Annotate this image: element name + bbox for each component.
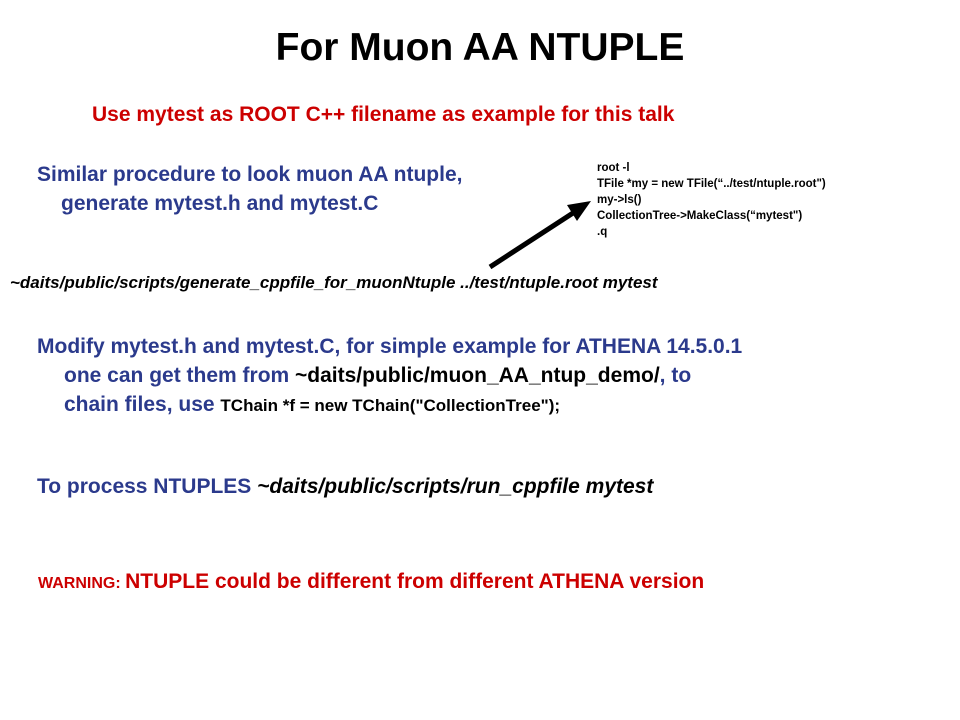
warning-tag: WARNING:: [38, 575, 126, 592]
similar-line-2: generate mytest.h and mytest.C: [61, 192, 379, 215]
warning-text: NTUPLE could be different from different…: [125, 570, 705, 593]
modify-line-1: Modify mytest.h and mytest.C, for simple…: [37, 335, 743, 358]
root-commands-block: root -l TFile *my = new TFile(“../test/n…: [597, 160, 826, 240]
modify-line-2: one can get them from ~daits/public/muon…: [37, 361, 742, 390]
arrow-shaft: [488, 210, 575, 270]
root-command-line: .q: [597, 226, 608, 238]
process-label: To process NTUPLES: [37, 475, 258, 498]
similar-line-1: Similar procedure to look muon AA ntuple…: [37, 163, 463, 186]
process-command: ~daits/public/scripts/run_cppfile mytest: [257, 475, 654, 498]
root-command-line: TFile *my = new TFile(“../test/ntuple.ro…: [597, 178, 826, 190]
modify-line-2-suffix: , to: [659, 364, 692, 387]
slide-title: For Muon AA NTUPLE: [275, 26, 685, 69]
subtitle: Use mytest as ROOT C++ filename as examp…: [92, 103, 675, 126]
process-instruction: To process NTUPLES ~daits/public/scripts…: [37, 475, 653, 499]
generate-command: ~daits/public/scripts/generate_cppfile_f…: [10, 273, 658, 292]
similar-procedure-text: Similar procedure to look muon AA ntuple…: [37, 160, 462, 218]
root-command-line: CollectionTree->MakeClass(“mytest"): [597, 210, 803, 222]
modify-line-2-prefix: one can get them from: [64, 364, 296, 387]
demo-path: ~daits/public/muon_AA_ntup_demo/: [295, 364, 660, 387]
modify-instructions: Modify mytest.h and mytest.C, for simple…: [37, 332, 742, 420]
warning-note: WARNING: NTUPLE could be different from …: [38, 570, 704, 594]
modify-line-3: chain files, use TChain *f = new TChain(…: [37, 390, 742, 420]
tchain-code: TChain *f = new TChain("CollectionTree")…: [220, 396, 561, 415]
arrow-head: [567, 201, 591, 221]
root-command-line: my->ls(): [597, 194, 642, 206]
modify-line-3-prefix: chain files, use: [64, 393, 221, 416]
root-command-line: root -l: [597, 162, 630, 174]
